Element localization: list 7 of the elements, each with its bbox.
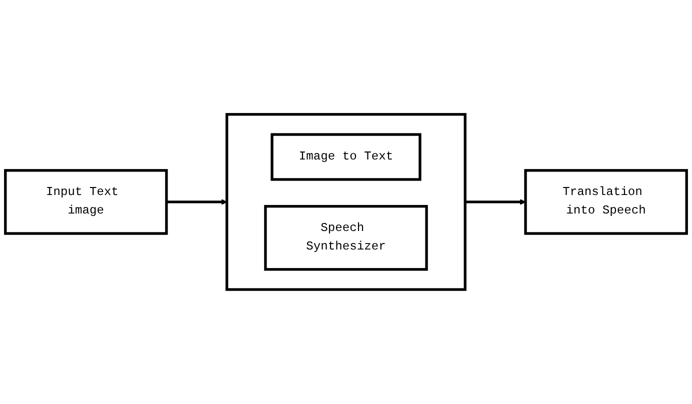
node-box: Speech Synthesizer (264, 205, 428, 271)
arrow (166, 199, 228, 205)
cluster (226, 113, 466, 291)
node-box: Image to Text (270, 133, 422, 181)
node-box: Input Text image (4, 169, 168, 235)
arrow (465, 199, 526, 205)
node-box: Translation into Speech (524, 169, 688, 235)
